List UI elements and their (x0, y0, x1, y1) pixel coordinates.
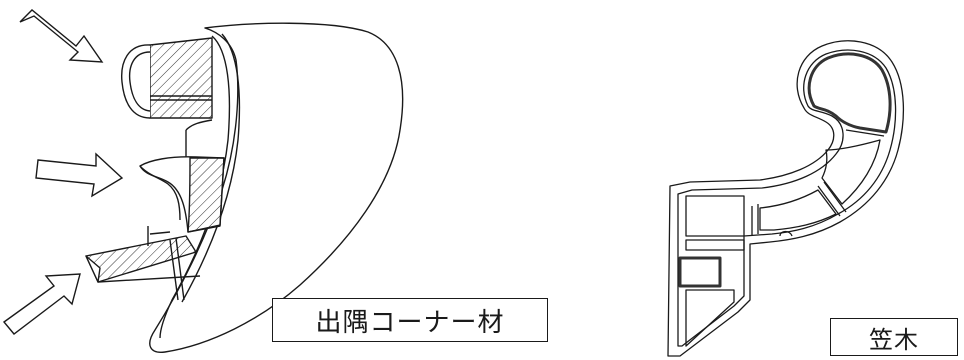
label-coping: 笠木 (830, 318, 958, 356)
corner-member-drawing (85, 22, 404, 353)
label-corner-member: 出隅コーナー材 (272, 298, 548, 342)
arrow-bottom (2, 273, 81, 335)
coping-profile-drawing (667, 40, 905, 357)
arrow-top (19, 9, 104, 63)
arrow-middle (35, 152, 124, 198)
